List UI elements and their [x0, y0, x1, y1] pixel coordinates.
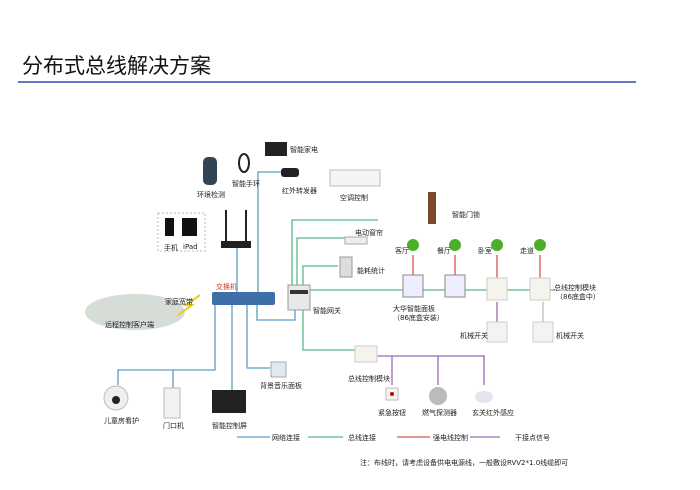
- label-busmod-2: 总线控制模块: [348, 375, 390, 383]
- dry-contact-lines: [377, 302, 498, 385]
- label-switch: 交换机: [216, 283, 237, 291]
- label-music: 背景音乐面板: [260, 382, 302, 390]
- control-screen: [212, 390, 246, 413]
- mechanical-switch-2: [532, 321, 554, 343]
- page-title: 分布式总线解决方案: [22, 54, 211, 78]
- label-busmod: 总线控制模块: [554, 284, 596, 292]
- label-pir: 玄关红外感应: [472, 409, 514, 417]
- cloud: [85, 294, 185, 330]
- label-gateway: 智能网关: [313, 307, 341, 315]
- door-station: [163, 387, 181, 419]
- energy-meter: [339, 256, 353, 278]
- switch-device: [212, 292, 275, 305]
- curtain-motor: [344, 236, 368, 245]
- note: 注：布线时，请考虑设备供电电源线，一般敷设RVV2*1.0线缆即可: [360, 459, 569, 467]
- network-lines: [117, 171, 296, 390]
- door-lock: [428, 192, 436, 224]
- label-room-1: 客厅: [395, 247, 409, 255]
- label-room-2: 餐厅: [437, 247, 451, 255]
- label-emergency: 紧急按钮: [378, 409, 406, 417]
- phone: [165, 218, 174, 236]
- music-panel: [270, 361, 287, 378]
- smart-panel-2: [444, 274, 466, 298]
- label-busmod-sub: （86底盒中）: [556, 293, 600, 301]
- legend-label-dry: 干接点信号: [515, 434, 550, 442]
- bus-lines: [291, 219, 555, 351]
- label-ac: 空调控制: [340, 194, 368, 202]
- smart-panel-1: [402, 274, 424, 298]
- gas-detector: [429, 387, 447, 405]
- router-device: [221, 210, 251, 248]
- label-gas: 燃气探测器: [422, 409, 457, 417]
- air-conditioner: [329, 169, 381, 187]
- bus-module-3: [354, 345, 378, 363]
- label-ir: 红外转发器: [282, 187, 317, 195]
- ipad: [182, 218, 197, 236]
- bus-module-2: [529, 277, 551, 301]
- label-mech-1: 机械开关: [460, 332, 488, 340]
- legend-label-network: 网络连接: [272, 434, 300, 442]
- bus-module-1: [486, 277, 508, 301]
- label-screen: 智能控制屏: [212, 422, 247, 430]
- label-room-4: 走道: [520, 247, 534, 255]
- label-lock: 智能门锁: [452, 211, 480, 219]
- label-mech-2: 机械开关: [556, 332, 584, 340]
- label-band: 智能手环: [232, 180, 260, 188]
- label-door: 门口机: [163, 422, 184, 430]
- label-phone: 手机: [164, 244, 178, 252]
- label-energy: 能耗统计: [357, 267, 385, 275]
- label-panel: 大华智能面板: [393, 305, 435, 313]
- smart-band: [238, 153, 250, 173]
- legend-label-bus: 总线连接: [348, 434, 376, 442]
- label-remote: 远程控制客户端: [105, 321, 154, 329]
- label-appliance: 智能家电: [290, 146, 318, 154]
- label-broadband: 家庭宽带: [165, 298, 193, 306]
- pir-sensor: [475, 391, 493, 403]
- label-room-3: 卧室: [478, 247, 492, 255]
- label-camera: 儿童房看护: [104, 417, 139, 425]
- label-curtain: 电动窗帘: [355, 229, 383, 237]
- label-env: 环境检测: [197, 191, 225, 199]
- ir-forwarder: [281, 168, 299, 177]
- gateway-device: [287, 284, 311, 311]
- power-lines: [412, 255, 541, 278]
- mechanical-switch-1: [486, 321, 508, 343]
- env-sensor: [203, 157, 217, 185]
- label-panel-sub: （86底盒安装）: [393, 314, 444, 322]
- devices: [85, 142, 554, 419]
- smart-tv: [265, 142, 287, 156]
- legend-label-power: 强电线控制: [433, 434, 468, 442]
- label-ipad: iPad: [183, 243, 198, 251]
